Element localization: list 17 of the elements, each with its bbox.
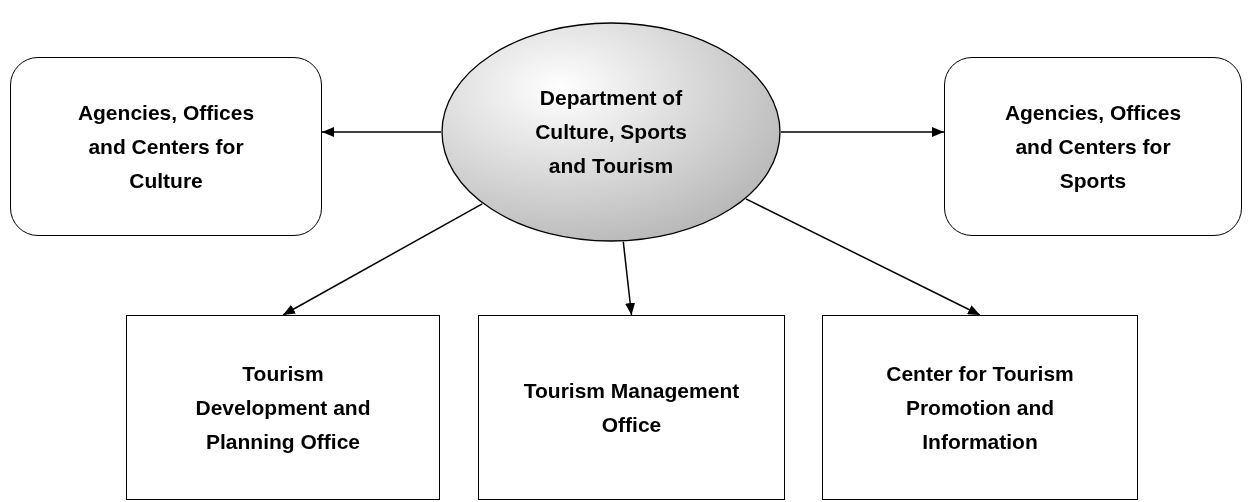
department-ellipse — [441, 22, 781, 242]
arrow — [321, 127, 442, 137]
node-label: Center for Tourism Promotion and Information — [885, 360, 1075, 455]
arrow — [780, 127, 945, 137]
office-box — [126, 315, 440, 500]
node-label: Agencies, Offices and Centers for Sports — [1003, 99, 1183, 194]
rounded-box — [10, 57, 322, 236]
arrow — [282, 203, 483, 316]
office-box — [478, 315, 785, 500]
node-label: Department of Culture, Sports and Tourism — [534, 85, 688, 179]
node-label: Agencies, Offices and Centers for Culture — [76, 99, 256, 194]
node-label: Tourism Management Office — [522, 377, 741, 438]
office-box — [822, 315, 1138, 500]
rounded-box — [944, 57, 1242, 236]
arrow — [622, 240, 636, 316]
arrow — [745, 198, 981, 316]
node-label: Tourism Development and Planning Office — [194, 360, 372, 455]
